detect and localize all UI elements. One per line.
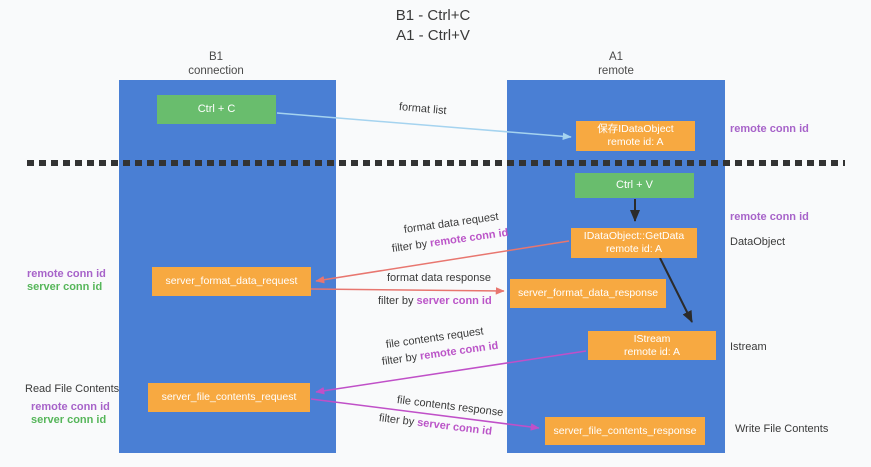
annotation-istream: Istream bbox=[730, 341, 767, 353]
filter-by-text: filter by bbox=[378, 295, 417, 307]
header-remote: remote bbox=[598, 65, 634, 77]
box-server-file-contents-response-label: server_file_contents_response bbox=[553, 424, 697, 437]
box-istream-line1: IStream bbox=[633, 332, 671, 345]
diagram-title: B1 - Ctrl+C A1 - Ctrl+V bbox=[308, 6, 558, 46]
annotation-remote-conn-id-top: remote conn id bbox=[730, 123, 809, 135]
box-save-dataobject-line2: remote id: A bbox=[607, 136, 664, 148]
annotation-dataobject: DataObject bbox=[730, 236, 786, 248]
arrow-format-data-response bbox=[310, 287, 505, 295]
box-ctrl-c: Ctrl + C bbox=[157, 95, 276, 124]
title-line-1: B1 - Ctrl+C bbox=[395, 7, 471, 24]
filter-server-conn-id: server conn id bbox=[416, 295, 492, 307]
box-getdata: IDataObject::GetData remote id: A bbox=[571, 228, 697, 258]
header-connection: connection bbox=[188, 65, 244, 77]
box-save-dataobject-line1: 保存IDataObject bbox=[597, 123, 674, 135]
filter-by-text: filter by bbox=[391, 237, 431, 255]
annotation-write-file-contents: Write File Contents bbox=[735, 423, 829, 435]
box-istream: IStream remote id: A bbox=[588, 331, 716, 360]
box-istream-line2: remote id: A bbox=[623, 345, 681, 358]
label-filter-server-2: filter by server conn id bbox=[378, 412, 492, 438]
annotation-remote-conn-id-left-1: remote conn id bbox=[27, 268, 106, 280]
lifeline-header-a1: A1 remote bbox=[546, 50, 686, 78]
box-server-file-contents-response: server_file_contents_response bbox=[545, 417, 705, 445]
annotation-remote-conn-id-mid: remote conn id bbox=[730, 211, 809, 223]
lifeline-header-b1: B1 connection bbox=[146, 50, 286, 78]
box-ctrl-c-label: Ctrl + C bbox=[197, 103, 236, 115]
annotation-remote-conn-id-left-2: remote conn id bbox=[31, 401, 110, 413]
header-a1: A1 bbox=[608, 51, 624, 63]
box-server-format-data-response: server_format_data_response bbox=[510, 279, 666, 308]
title-line-2: A1 - Ctrl+V bbox=[396, 27, 470, 44]
box-getdata-line1: IDataObject::GetData bbox=[583, 230, 685, 242]
label-format-list: format list bbox=[398, 101, 448, 118]
label-format-data-response: format data response bbox=[387, 272, 491, 284]
box-server-format-data-request: server_format_data_request bbox=[152, 267, 311, 296]
filter-by-text: filter by bbox=[381, 350, 421, 368]
box-save-dataobject: 保存IDataObject remote id: A bbox=[576, 121, 695, 151]
box-getdata-line2: remote id: A bbox=[605, 243, 663, 255]
filter-server-conn-id: server conn id bbox=[416, 416, 493, 438]
annotation-read-file-contents: Read File Contents bbox=[25, 383, 120, 395]
box-server-format-data-response-label: server_format_data_response bbox=[517, 287, 659, 299]
header-b1: B1 bbox=[208, 51, 224, 63]
box-ctrl-v-label: Ctrl + V bbox=[616, 179, 653, 191]
box-ctrl-v: Ctrl + V bbox=[575, 173, 694, 198]
annotation-server-conn-id-left-2: server conn id bbox=[31, 414, 107, 426]
box-server-format-data-request-label: server_format_data_request bbox=[165, 275, 298, 287]
box-server-file-contents-request-label: server_file_contents_request bbox=[161, 391, 297, 403]
annotation-server-conn-id-left-1: server conn id bbox=[27, 281, 103, 293]
box-server-file-contents-request: server_file_contents_request bbox=[148, 383, 310, 412]
label-filter-server-1: filter by server conn id bbox=[378, 295, 492, 307]
filter-by-text: filter by bbox=[378, 412, 418, 429]
dashed-separator bbox=[27, 160, 845, 166]
